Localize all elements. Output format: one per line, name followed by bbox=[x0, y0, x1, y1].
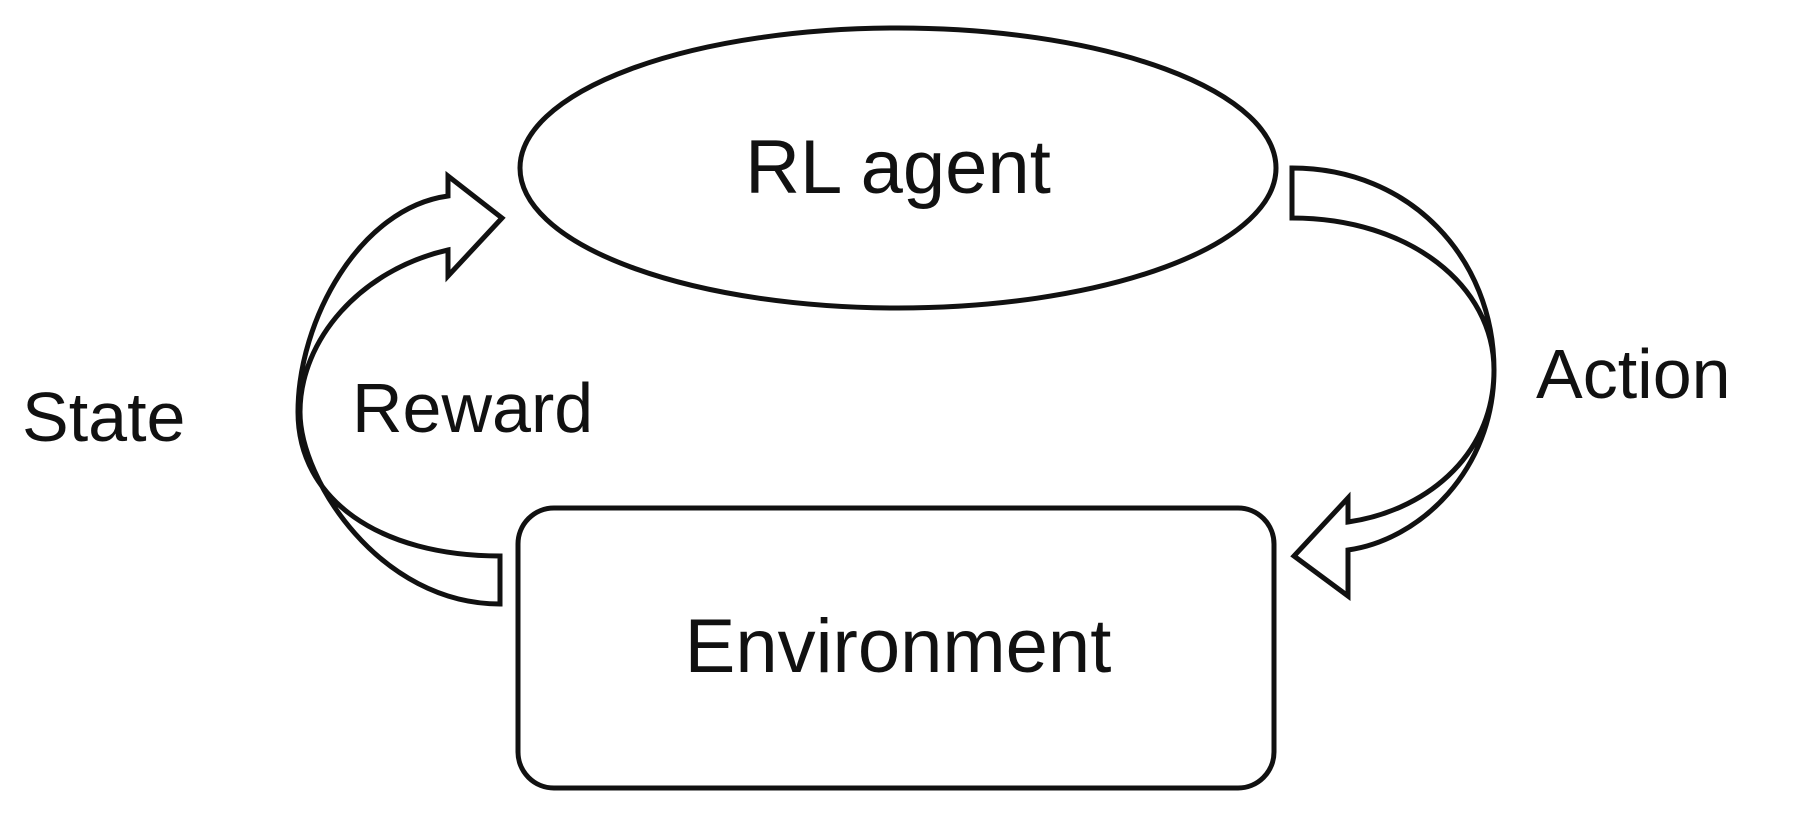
environment-box bbox=[515, 505, 1277, 791]
environment-node: Environment bbox=[515, 505, 1277, 791]
state-label: State bbox=[22, 378, 185, 456]
state-reward-arrow bbox=[295, 170, 506, 607]
agent-label: RL agent bbox=[745, 125, 1051, 210]
environment-label: Environment bbox=[685, 604, 1112, 689]
action-label: Action bbox=[1536, 335, 1731, 413]
reward-label: Reward bbox=[352, 369, 593, 447]
agent-node: RL agent bbox=[517, 25, 1279, 311]
agent-ellipse bbox=[517, 25, 1279, 311]
action-arrow bbox=[1289, 165, 1497, 601]
